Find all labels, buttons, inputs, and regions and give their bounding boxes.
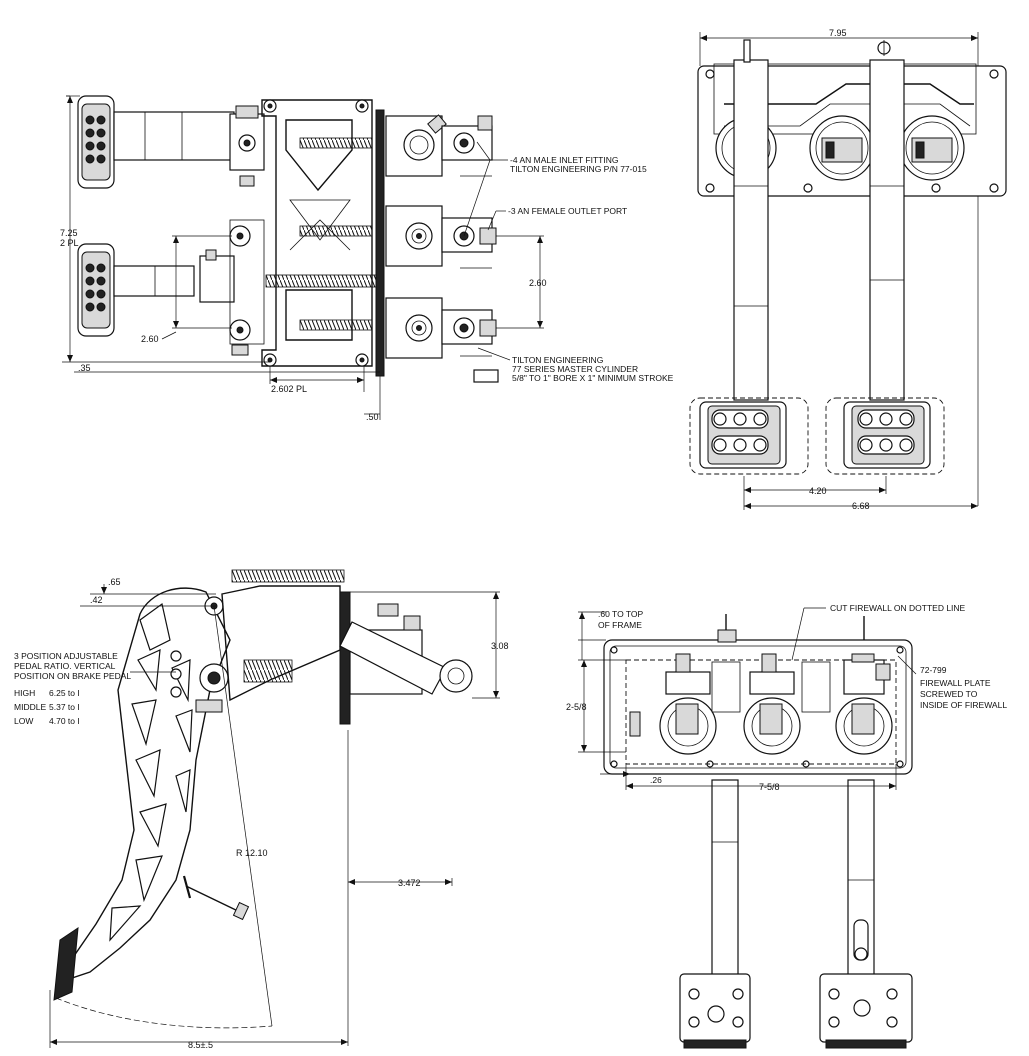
dim-height-rear-label: 2-5/8 — [566, 702, 587, 712]
top-view-dimensions: 7.25 2 PL 2.60 .35 2.602 PL .50 2.60 — [60, 95, 547, 422]
dim-3472-label: 3.472 — [398, 878, 421, 888]
front-view: 7.95 — [689, 28, 1007, 511]
dim-overall-label: 6.68 — [852, 501, 870, 511]
ratio-note-line2: PEDAL RATIO. VERTICAL — [14, 661, 116, 671]
note-cut-firewall: CUT FIREWALL ON DOTTED LINE — [830, 603, 966, 613]
side-view: .65 .42 3.08 3.472 R 12.10 8.5±.5 3 POSI… — [14, 569, 509, 1050]
top-view: 7.25 2 PL 2.60 .35 2.602 PL .50 2.60 — [60, 95, 674, 422]
front-right-pad — [825, 397, 945, 475]
rear-view: .60 TO TOP OF FRAME 2-5/8 .26 7-5/8 CUT … — [566, 603, 1007, 1049]
callout-inlet-line2: TILTON ENGINEERING P/N 77-015 — [510, 164, 647, 174]
upper-pedal-pad — [77, 95, 235, 189]
dim-height-label: 7.25 — [60, 228, 78, 238]
dim-035-label: .35 — [78, 363, 91, 373]
note-frame-line1: .60 TO TOP — [598, 609, 644, 619]
dim-2602-label: 2.602 PL — [271, 384, 307, 394]
dim-pedal-spacing-label: 4.20 — [809, 486, 827, 496]
ratio-middle-label: MIDDLE — [14, 702, 46, 712]
dim-026-label: .26 — [650, 775, 662, 785]
ratio-middle-value: 5.37 to I — [49, 702, 80, 712]
master-cylinders — [375, 109, 499, 383]
ratio-high-label: HIGH — [14, 688, 35, 698]
lower-pedal-pad — [77, 243, 195, 337]
dim-pedal-offset-label: 2.60 — [141, 334, 159, 344]
plate-note-line3: INSIDE OF FIREWALL — [920, 700, 1007, 710]
dim-width-rear-label: 7-5/8 — [759, 782, 780, 792]
dim-width-label: 7.95 — [829, 28, 847, 38]
dim-050-label: .50 — [366, 412, 379, 422]
callout-mc-line1: TILTON ENGINEERING — [512, 355, 603, 365]
plate-note-line1: FIREWALL PLATE — [920, 678, 991, 688]
dim-308-label: 3.08 — [491, 641, 509, 651]
rear-right-pad — [819, 973, 913, 1049]
pivot-hardware — [199, 105, 265, 356]
front-left-pad — [689, 397, 809, 475]
ratio-note-line1: 3 POSITION ADJUSTABLE — [14, 651, 118, 661]
ratio-low-label: LOW — [14, 716, 33, 726]
callout-mc-line3: 5/8" TO 1" BORE X 1" MINIMUM STROKE — [512, 373, 674, 383]
dim-width-side-label: 8.5±.5 — [188, 1040, 213, 1050]
dim-port-spacing-label: 2.60 — [529, 278, 547, 288]
ratio-high-value: 6.25 to I — [49, 688, 80, 698]
pedal-frame — [261, 99, 377, 367]
note-frame-line2: OF FRAME — [598, 620, 642, 630]
ratio-low-value: 4.70 to I — [49, 716, 80, 726]
dim-height-note: 2 PL — [60, 238, 79, 248]
callout-inlet-line1: -4 AN MALE INLET FITTING — [510, 155, 618, 165]
top-view-callouts: -4 AN MALE INLET FITTING TILTON ENGINEER… — [463, 141, 674, 383]
dim-065-label: .65 — [108, 577, 121, 587]
callout-mc-line2: 77 SERIES MASTER CYLINDER — [512, 364, 638, 374]
dim-radius-label: R 12.10 — [236, 848, 268, 858]
rear-left-pad — [679, 973, 751, 1049]
dim-042-label: .42 — [90, 595, 103, 605]
ratio-note-line3: POSITION ON BRAKE PEDAL — [14, 671, 131, 681]
plate-note-line2: SCREWED TO — [920, 689, 978, 699]
rear-reservoirs — [629, 614, 893, 755]
callout-outlet: -3 AN FEMALE OUTLET PORT — [508, 206, 627, 216]
plate-part-number: 72-799 — [920, 665, 947, 675]
